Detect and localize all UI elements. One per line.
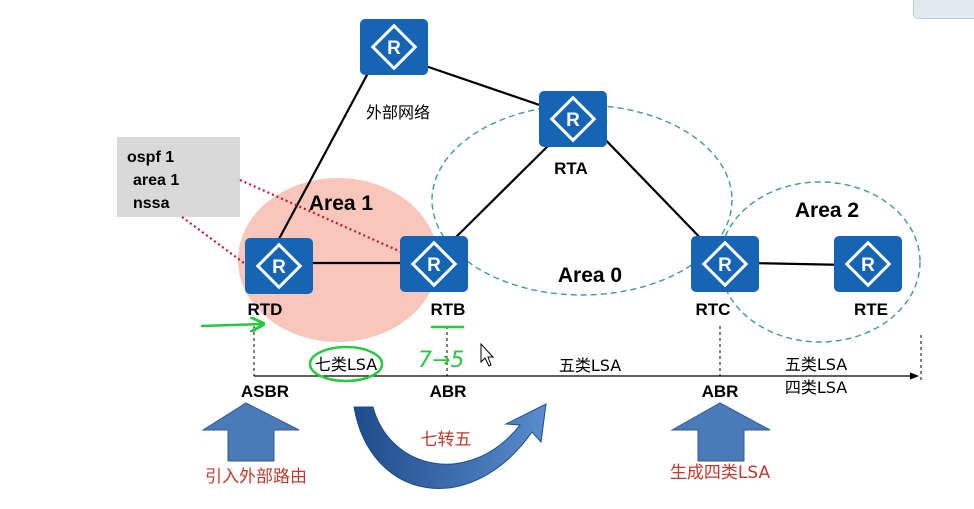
config-callout-lines <box>181 178 409 267</box>
cursor-icon <box>480 342 495 367</box>
config-box <box>117 137 240 217</box>
router-rte[interactable] <box>834 236 902 292</box>
up-arrow-abr-icon <box>670 402 771 462</box>
label-rta: RTA <box>554 159 588 178</box>
router-rtd[interactable] <box>245 238 313 294</box>
label-rte: RTE <box>854 300 888 319</box>
router-icon <box>691 236 759 292</box>
router-icon <box>245 238 313 294</box>
router-icon <box>360 19 428 75</box>
up-arrow-asbr-icon <box>201 402 300 462</box>
label-external-network: 外部网络 <box>366 103 430 122</box>
config-line-2: area 1 <box>133 172 179 189</box>
link-external-rtd <box>271 59 376 253</box>
label-rtc: RTC <box>696 300 731 319</box>
green-circle <box>308 345 384 383</box>
label-rtd: RTD <box>248 300 283 319</box>
timeline-label-type5-area2: 五类LSA <box>785 355 847 374</box>
timeline-label-type4-area2: 四类LSA <box>785 378 847 397</box>
link-external-rta <box>407 58 561 114</box>
window-corner-tab <box>913 0 974 19</box>
config-line-3: nssa <box>133 195 170 212</box>
timeline-label-type5: 五类LSA <box>559 356 621 375</box>
router-icon <box>539 91 607 147</box>
note-generate-type4: 生成四类LSA <box>670 463 771 483</box>
config-line-1: ospf 1 <box>127 149 174 166</box>
role-abr-rtb: ABR <box>430 382 467 401</box>
handwritten-annotations <box>200 324 465 383</box>
router-icon <box>834 236 902 292</box>
note-import-external: 引入外部路由 <box>205 467 307 487</box>
label-area1: Area 1 <box>309 192 374 215</box>
link-rtc-rte <box>747 261 849 267</box>
role-asbr: ASBR <box>241 382 289 401</box>
link-rta-rtc <box>595 129 713 251</box>
handwritten-seven-to-five: 7→5 <box>418 348 464 373</box>
label-area2: Area 2 <box>795 199 859 222</box>
role-abr-rtc: ABR <box>702 382 739 401</box>
timeline-ticks <box>253 326 922 380</box>
curved-conversion-arrow-icon <box>353 403 547 489</box>
label-rtb: RTB <box>431 300 466 319</box>
router-rtc[interactable] <box>691 236 759 292</box>
router-icon <box>400 236 468 292</box>
network-links <box>271 58 849 267</box>
area1-region <box>238 178 438 342</box>
link-rtb-rta <box>447 137 557 246</box>
router-rtb[interactable] <box>400 236 468 292</box>
note-seven-to-five: 七转五 <box>421 430 472 450</box>
green-arrow-icon <box>200 324 262 326</box>
timeline-label-type7: 七类LSA <box>315 355 377 374</box>
router-external[interactable] <box>360 19 428 75</box>
router-rta[interactable] <box>539 91 607 147</box>
label-area0: Area 0 <box>558 264 622 287</box>
